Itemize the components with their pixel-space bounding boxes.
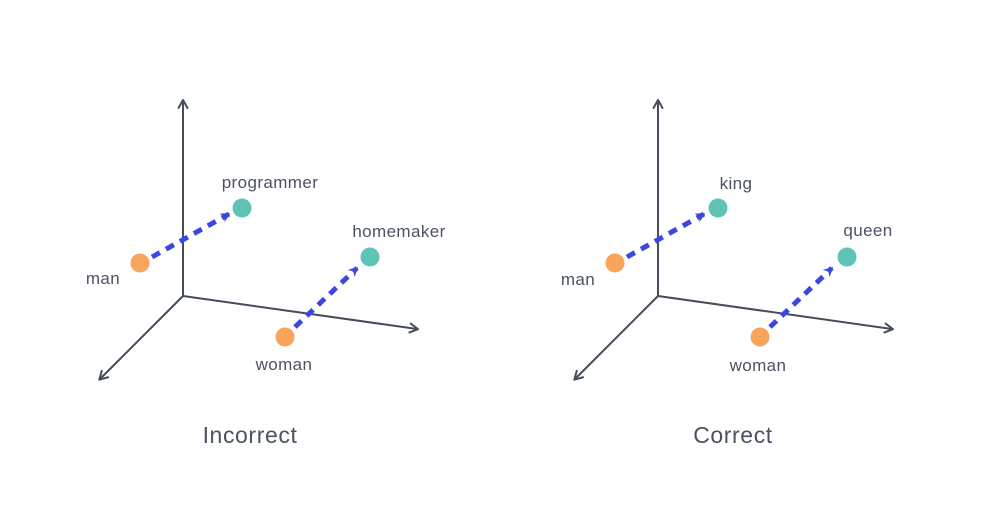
canvas-correct: man king woman queen [561, 99, 894, 381]
caption-incorrect: Incorrect [202, 422, 298, 448]
axis-z [98, 295, 184, 381]
point-label-programmer: programmer [222, 173, 319, 192]
analogy-arrow-man-to-programmer [150, 211, 231, 260]
point-woman [750, 327, 770, 347]
point-label-homemaker: homemaker [352, 222, 445, 241]
point-label-man: man [86, 269, 120, 288]
point-woman [275, 327, 295, 347]
axis-x [182, 295, 419, 334]
analogy-arrow-woman-to-queen [768, 266, 834, 329]
axis-x [657, 295, 894, 334]
point-label-man: man [561, 270, 595, 289]
axis-z [573, 295, 659, 381]
point-programmer [232, 198, 252, 218]
analogy-arrow-woman-to-homemaker [293, 266, 359, 329]
point-man [130, 253, 150, 273]
panel-correct: man king woman queen [561, 99, 894, 381]
point-queen [837, 247, 857, 267]
point-homemaker [360, 247, 380, 267]
point-man [605, 253, 625, 273]
point-label-woman: woman [729, 356, 787, 375]
canvas-incorrect: man programmer woman homemaker [86, 99, 445, 381]
point-king [708, 198, 728, 218]
caption-correct: Correct [693, 422, 773, 448]
point-label-woman: woman [255, 355, 313, 374]
analogy-arrow-man-to-king [625, 211, 706, 260]
point-label-king: king [720, 174, 753, 193]
point-label-queen: queen [843, 221, 892, 240]
panel-incorrect: man programmer woman homemaker [86, 99, 445, 381]
